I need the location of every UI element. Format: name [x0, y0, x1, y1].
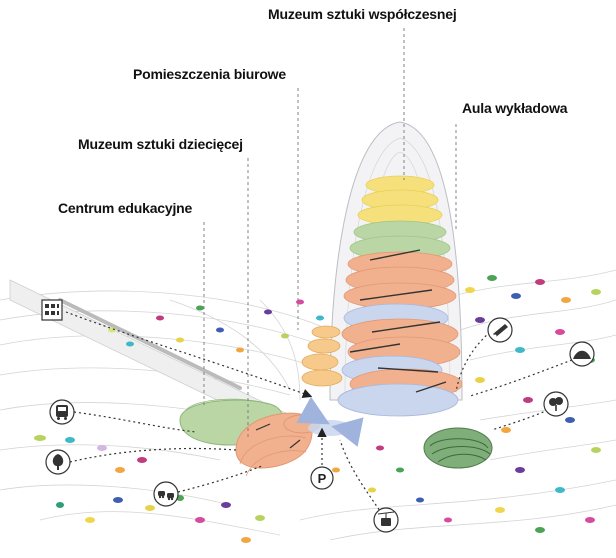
leader-lines — [203, 28, 457, 440]
cable-car-icon — [373, 507, 399, 533]
parking-icon: P — [310, 466, 334, 490]
building-icon — [41, 299, 63, 321]
parking-symbol: P — [318, 471, 327, 486]
label-lecture-hall: Aula wykładowa — [462, 100, 568, 116]
movement-paths — [65, 311, 573, 515]
terrain-lines — [0, 269, 616, 541]
scattered-dots — [34, 275, 601, 543]
access-arrows — [296, 396, 364, 447]
tree-icon — [45, 449, 71, 475]
label-children-art-museum: Muzeum sztuki dziecięcej — [78, 136, 243, 152]
low-buildings — [179, 398, 321, 477]
label-modern-art-museum: Muzeum sztuki współczesnej — [268, 6, 457, 22]
forest-icon — [543, 391, 569, 417]
annex-building — [301, 325, 343, 387]
hill-icon — [569, 341, 595, 367]
tram-icon — [487, 317, 513, 343]
label-offices: Pomieszczenia biurowe — [133, 66, 286, 82]
bus-icon — [49, 399, 75, 425]
label-education-center: Centrum edukacyjne — [58, 200, 193, 216]
tower-floors — [337, 175, 463, 417]
green-shell-building — [423, 427, 493, 469]
cars-icon — [153, 481, 179, 507]
